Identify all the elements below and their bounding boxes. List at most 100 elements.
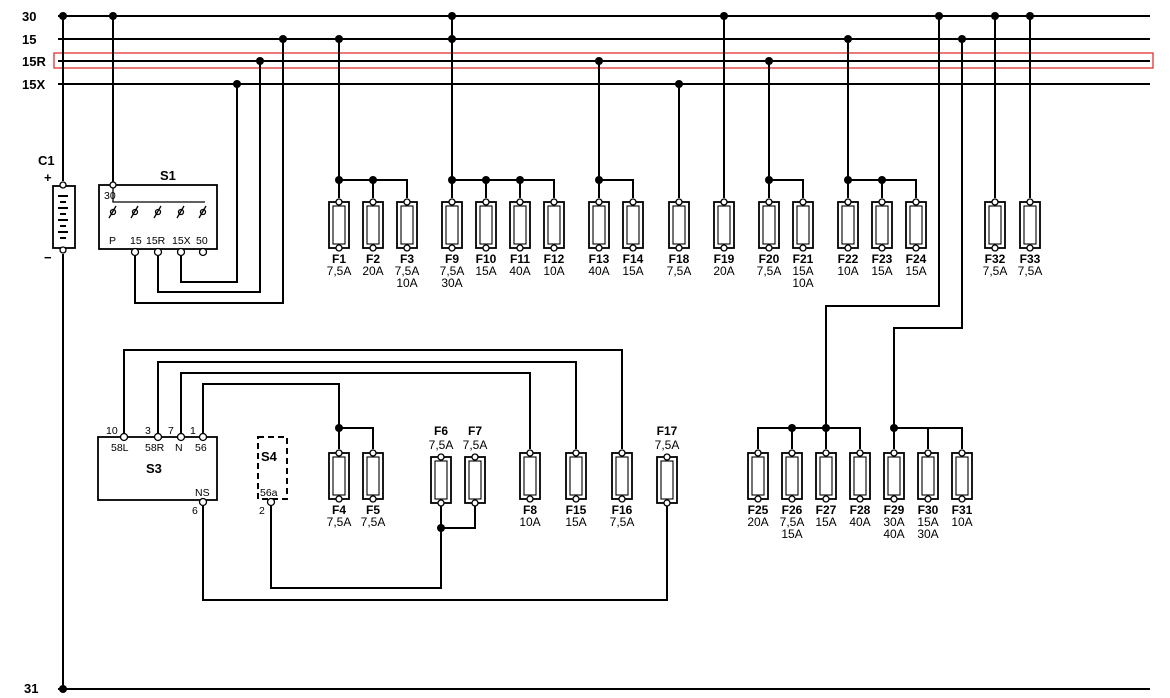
fuse-name-label: F25 — [748, 503, 769, 517]
fuse-terminal — [675, 244, 683, 252]
fuse-rating-label: 40A — [849, 515, 870, 529]
fuse-element — [762, 205, 776, 245]
fuse-element — [751, 456, 765, 496]
fuse-rating-label: 20A — [362, 264, 383, 278]
fuse-rating-label: 7,5A — [1018, 264, 1043, 278]
s1-15x-to-bus15x — [180, 84, 238, 283]
fuse-rating-label: 40A — [883, 527, 904, 541]
fuse-terminal — [1026, 244, 1034, 252]
fuse-rating-label: 15A — [905, 264, 926, 278]
fuse-name-label: F30 — [918, 503, 939, 517]
fuse-body — [565, 452, 587, 500]
fuse-name-label: F3 — [400, 252, 414, 266]
fuse-body — [849, 452, 871, 500]
fuse-name-label: F28 — [850, 503, 871, 517]
fuse-element — [672, 205, 686, 245]
fuse-element — [717, 205, 731, 245]
fuse-terminal — [958, 449, 966, 457]
fuse-body — [362, 452, 384, 500]
fuse-element — [853, 456, 867, 496]
fuse-terminal — [482, 244, 490, 252]
fuse-f4: F47,5A — [327, 449, 352, 529]
bus-15r-highlight — [53, 52, 1154, 69]
fuse-body — [871, 201, 893, 249]
bus-15-label: 15 — [22, 32, 36, 47]
battery-cells — [58, 195, 68, 239]
fuse-rating-label: 7,5A — [327, 515, 352, 529]
fuse-terminal — [720, 198, 728, 206]
fuse-terminal — [924, 495, 932, 503]
fuse-element — [434, 460, 448, 500]
fuse-body — [837, 201, 859, 249]
s3-pin-ns: NS — [195, 487, 210, 499]
fuse-terminal — [335, 449, 343, 457]
fuse-f5: F57,5A — [361, 449, 385, 529]
fuse-terminal — [471, 453, 479, 461]
fuse-terminal — [526, 495, 534, 503]
s4-wiring — [270, 506, 476, 589]
fuse-rating-label: 7,5A — [757, 264, 782, 278]
fuse-terminal — [765, 244, 773, 252]
fuse-element — [660, 460, 674, 500]
fuse-name-label: F5 — [366, 503, 380, 517]
fuse-terminal — [516, 198, 524, 206]
fuse-rating-label: 7,5A — [395, 264, 420, 278]
s1-common-rail — [112, 188, 205, 203]
fuse-name-label: F12 — [544, 252, 565, 266]
fuse-terminal — [482, 198, 490, 206]
fuse-terminal — [369, 495, 377, 503]
fuse-body — [464, 456, 486, 504]
fuse-terminal — [550, 244, 558, 252]
fuse-terminal — [369, 198, 377, 206]
s3-pin-num-6: 6 — [192, 505, 198, 517]
fuse-element — [988, 205, 1002, 245]
fuse-body — [622, 201, 644, 249]
fuse-terminal — [890, 449, 898, 457]
s3-terminals — [119, 432, 208, 507]
fuse-element — [468, 460, 482, 500]
fuse-element — [909, 205, 923, 245]
fuse-rating-label: 10A — [792, 276, 813, 290]
fuse-terminal — [754, 449, 762, 457]
s1-pin-15x: 15X — [172, 235, 191, 247]
fuse-f1: F17,5A — [327, 198, 351, 278]
fuse-rating-label: 40A — [509, 264, 530, 278]
fuse-name-label: F4 — [332, 503, 346, 517]
battery-plus: + — [44, 170, 52, 185]
fuse-element — [547, 205, 561, 245]
bus-15x-label: 15X — [22, 77, 45, 92]
fuse-rating-label: 15A — [565, 515, 586, 529]
terminal — [153, 247, 163, 257]
fuse-terminal — [912, 198, 920, 206]
fuse-terminal — [1026, 198, 1034, 206]
fuse-name-label: F16 — [612, 503, 633, 517]
s4-body — [257, 436, 288, 500]
fuse-terminal — [335, 495, 343, 503]
fuse-terminal — [720, 244, 728, 252]
fuse-element — [592, 205, 606, 245]
fuse-terminal — [788, 449, 796, 457]
fuse-element — [400, 205, 414, 245]
s4-pin-56a: 56a — [260, 487, 278, 499]
s3-wiring — [123, 349, 668, 601]
fuse-element — [955, 456, 969, 496]
junction-dot — [279, 35, 287, 43]
fuse-element — [569, 456, 583, 496]
fuse-body — [815, 452, 837, 500]
s1-label: S1 — [160, 168, 176, 183]
fuse-element — [332, 205, 346, 245]
fuse-element — [513, 205, 527, 245]
fuse-terminal — [437, 453, 445, 461]
fuse-element — [841, 205, 855, 245]
fuse-rating-label: 15A — [917, 515, 938, 529]
fuse-body — [509, 201, 531, 249]
fuse-element — [887, 456, 901, 496]
